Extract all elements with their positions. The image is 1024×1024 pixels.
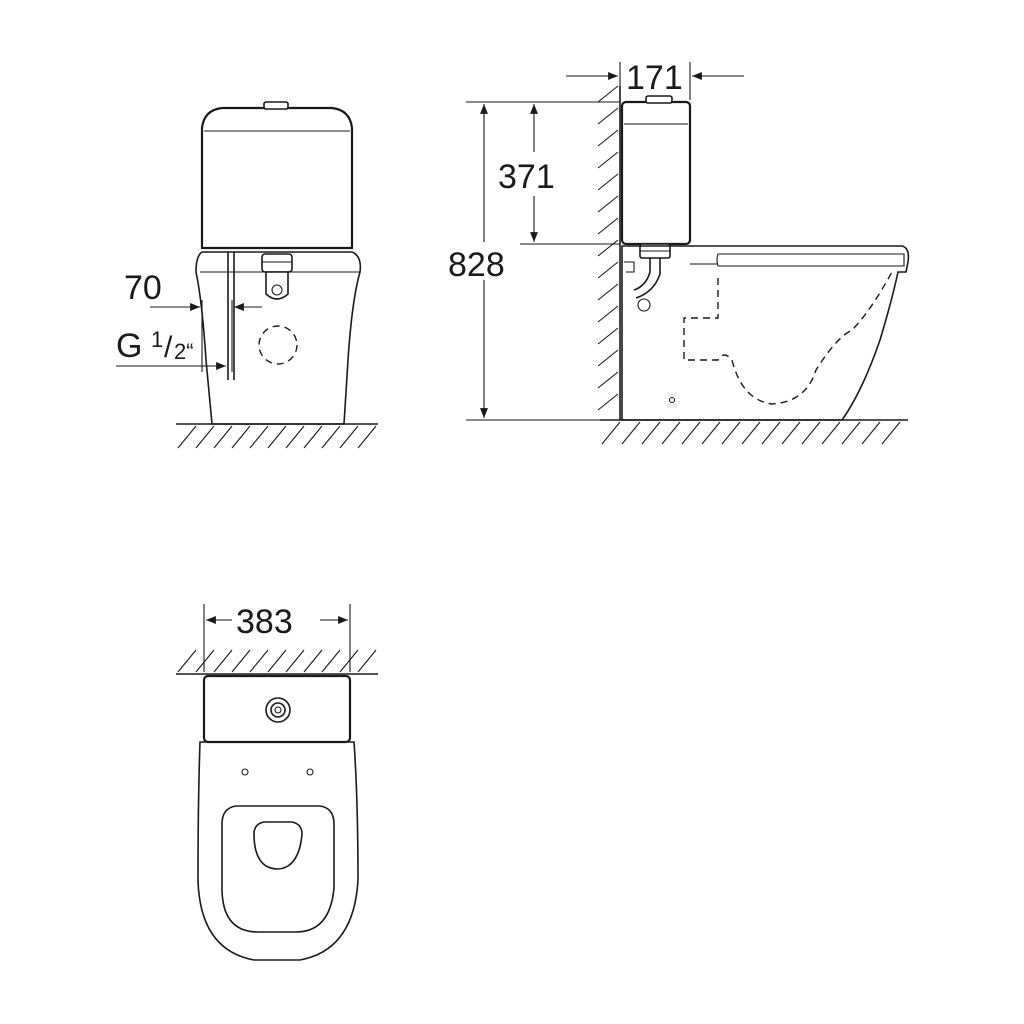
front-view: 70 G 1 / 2“ (116, 101, 378, 449)
front-floor-hatch (176, 423, 378, 449)
side-trap-hidden (683, 271, 893, 405)
dim-383: 383 (236, 603, 293, 641)
front-bowl (195, 251, 362, 425)
side-tank (620, 100, 692, 246)
dim-171: 171 (626, 59, 683, 97)
top-tank (202, 674, 352, 744)
top-bowl-opening (253, 821, 303, 870)
side-wall-hatch (597, 85, 621, 420)
dim-thread-num: 1 (151, 327, 163, 352)
top-bowl (197, 741, 359, 961)
dim-thread-slash: / (164, 331, 173, 364)
dim-thread-den: 2“ (174, 339, 194, 364)
front-valve (261, 253, 293, 273)
top-view: 383 (176, 603, 378, 961)
side-view: 171 371 828 (448, 59, 910, 445)
front-flush-button (263, 101, 289, 110)
top-wall-hatch (176, 649, 378, 675)
front-tank (200, 106, 354, 250)
dim-70: 70 (124, 269, 162, 307)
front-outlet-hidden (258, 325, 298, 365)
side-floor-hatch (600, 419, 908, 445)
dim-thread-g: G (116, 327, 142, 365)
dim-828: 828 (448, 246, 505, 284)
top-seat (221, 805, 335, 933)
side-bowl (621, 245, 910, 421)
dim-371: 371 (498, 158, 555, 196)
